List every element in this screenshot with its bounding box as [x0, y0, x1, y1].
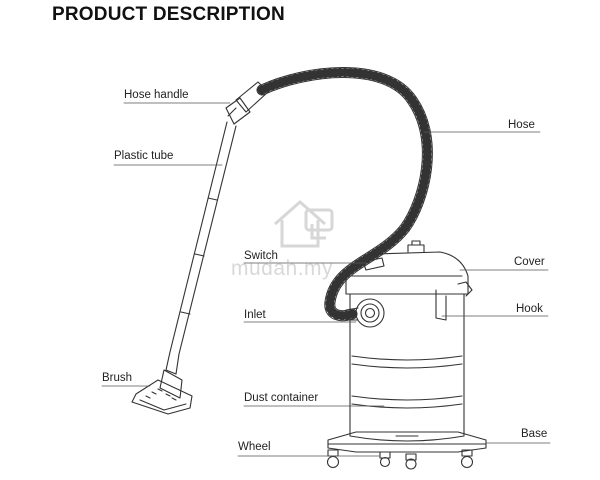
label-switch: Switch — [244, 250, 278, 262]
page-title: PRODUCT DESCRIPTION — [52, 4, 285, 25]
label-cover: Cover — [514, 256, 545, 268]
label-wheel: Wheel — [238, 441, 271, 453]
wheels — [326, 449, 474, 470]
hose — [256, 67, 433, 322]
label-inlet: Inlet — [244, 309, 266, 321]
label-base: Base — [521, 428, 548, 440]
inlet — [345, 298, 385, 328]
cover — [345, 240, 469, 295]
base — [327, 431, 487, 453]
label-plastic-tube: Plastic tube — [114, 150, 174, 162]
house-icon — [274, 200, 334, 248]
switch — [362, 257, 385, 271]
plastic-tube — [165, 121, 237, 375]
label-hose-handle: Hose handle — [124, 89, 189, 101]
label-hook: Hook — [516, 303, 543, 315]
label-hose: Hose — [508, 119, 535, 131]
watermark-text: mudah.my — [231, 257, 334, 280]
hook — [435, 281, 473, 321]
brush-nozzle — [131, 369, 193, 415]
dust-container — [349, 293, 465, 442]
label-brush: Brush — [102, 372, 133, 384]
hose-handle — [225, 81, 269, 125]
leader-lines — [101, 102, 551, 457]
label-dust-container: Dust container — [244, 392, 319, 404]
